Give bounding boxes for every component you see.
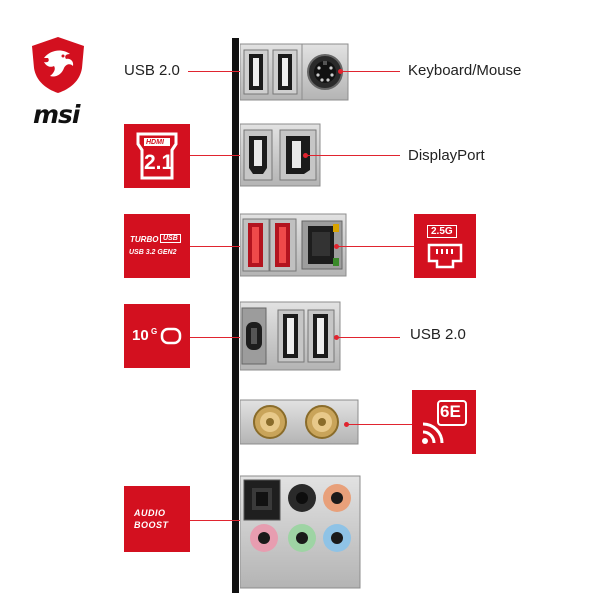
wifi-version-text: 6E: [440, 402, 461, 421]
turbo-usb-leader-line: [190, 246, 250, 247]
turbo-text: TURBO: [130, 235, 159, 244]
io-plate-bar: [232, 38, 239, 593]
usb-gen-text: USB 3.2 GEN2: [129, 249, 177, 256]
hdmi-badge: HDMI 2.1: [124, 124, 190, 188]
usb-c-usb2-block: [240, 301, 341, 371]
turbo-usb-text: USB: [160, 234, 181, 243]
keyboard-leader-dot: [338, 69, 343, 74]
usb-c-port-icon: [160, 327, 182, 345]
usb-mid-leader-line: [336, 337, 400, 338]
usb-c-unit-text: G: [151, 327, 158, 336]
usb-mid-leader-dot: [334, 335, 339, 340]
wifi-6e-badge: 6E: [412, 390, 476, 454]
hdmi-brand-text: HDMI: [146, 139, 164, 146]
usb-mid-label: USB 2.0: [410, 326, 466, 343]
hdmi-badge-icon: [136, 132, 178, 180]
usb-lan-block: [240, 213, 347, 277]
usb2-ps2-block: [240, 43, 349, 101]
displayport-leader-dot: [303, 153, 308, 158]
ethernet-port-icon: [427, 243, 463, 269]
lan-2-5g-badge: 2.5G: [414, 214, 476, 278]
wifi-version-frame: [437, 400, 467, 426]
hdmi-version-text: 2.1: [144, 151, 174, 174]
usb-c-leader-line: [190, 337, 252, 338]
boost-text: BOOST: [134, 520, 169, 530]
keyboard-leader-line: [340, 71, 400, 72]
audio-leader-line: [190, 520, 248, 521]
displayport-label: DisplayPort: [408, 147, 485, 164]
usb-top-label: USB 2.0: [124, 62, 180, 79]
displayport-leader-line: [305, 155, 400, 156]
hdmi-leader-line: [190, 155, 250, 156]
wifi-antenna-block: [240, 399, 359, 445]
brand-wordmark: msi: [33, 100, 80, 129]
keyboard-mouse-label: Keyboard/Mouse: [408, 62, 522, 79]
usb-top-leader-line: [188, 71, 250, 72]
msi-dragon-shield-icon: [32, 37, 84, 93]
turbo-usb-badge: TURBO USB USB 3.2 GEN2: [124, 214, 190, 278]
wifi-leader-dot: [344, 422, 349, 427]
usb-c-speed-text: 10: [132, 327, 149, 344]
usb-c-10g-badge: 10 G: [124, 304, 190, 368]
audio-jack-block: [240, 475, 361, 589]
audio-boost-badge: AUDIO BOOST: [124, 486, 190, 552]
lan-leader-line: [336, 246, 414, 247]
lan-speed-text: 2.5G: [427, 225, 457, 238]
wifi-leader-line: [346, 424, 412, 425]
wifi-signal-icon: [422, 422, 444, 444]
audio-text: AUDIO: [134, 508, 166, 518]
lan-leader-dot: [334, 244, 339, 249]
